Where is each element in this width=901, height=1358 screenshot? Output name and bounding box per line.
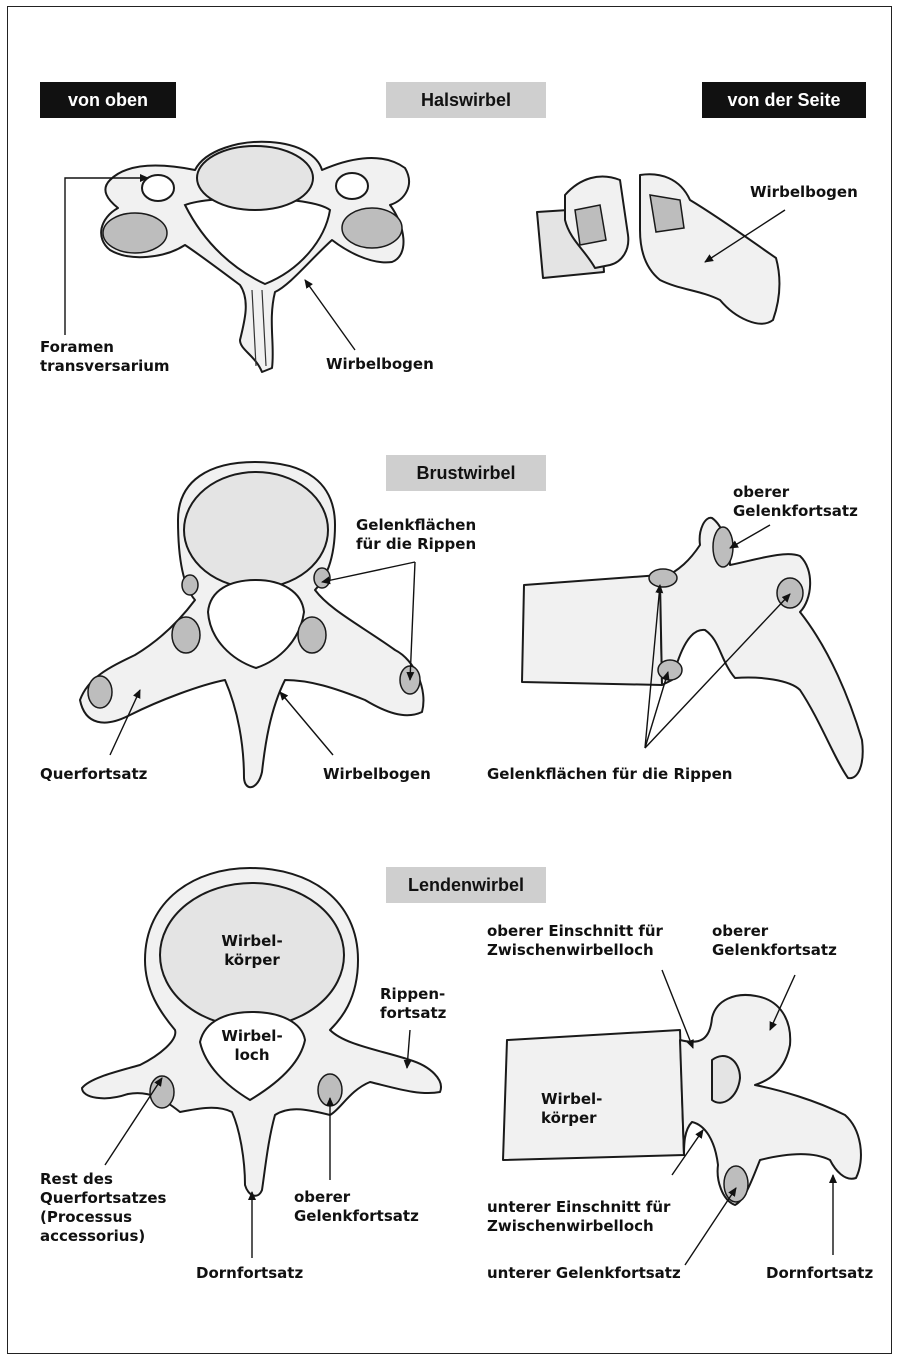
pointer-thoracic-facets-top-b (410, 562, 415, 680)
label-line: loch (212, 1046, 292, 1065)
label-line: Zwischenwirbelloch (487, 941, 663, 960)
thoracic-vertebra-side-view (522, 518, 863, 778)
thoracic-section-tag: Brustwirbel (386, 455, 546, 491)
label-line: unterer Einschnitt für (487, 1198, 670, 1217)
label-thoracic-rib-facets-top: Gelenkflächen für die Rippen (356, 516, 476, 554)
label-line: oberer (294, 1188, 419, 1207)
view-from-top-tag: von oben (40, 82, 176, 118)
label-transverse-process: Querfortsatz (40, 765, 147, 784)
label-line: oberer (733, 483, 858, 502)
cervical-vertebra-side-view (537, 174, 780, 323)
label-line: Zwischenwirbelloch (487, 1217, 670, 1236)
label-inferior-articular: unterer Gelenkfortsatz (487, 1264, 681, 1283)
label-line: Gelenkfortsatz (712, 941, 837, 960)
view-from-side-tag: von der Seite (702, 82, 866, 118)
label-cervical-arch-top: Wirbelbogen (326, 355, 434, 374)
label-line: körper (541, 1109, 602, 1128)
pointer-thoracic-sup-articular (730, 525, 770, 548)
label-line: Wirbel- (541, 1090, 602, 1109)
label-lumbar-spinous-side: Dornfortsatz (766, 1264, 873, 1283)
label-line: Rippen- (380, 985, 446, 1004)
label-line: Gelenkfortsatz (294, 1207, 419, 1226)
label-vertebral-foramen: Wirbel- loch (212, 1027, 292, 1065)
pointer-thoracic-facets-top-a (322, 562, 415, 582)
label-lumbar-spinous-top: Dornfortsatz (196, 1264, 303, 1283)
label-line: Gelenkflächen (356, 516, 476, 535)
label-inferior-notch: unterer Einschnitt für Zwischenwirbelloc… (487, 1198, 670, 1236)
label-line: fortsatz (380, 1004, 446, 1023)
lumbar-section-tag: Lendenwirbel (386, 867, 546, 903)
label-lumbar-sup-articular-side: oberer Gelenkfortsatz (712, 922, 837, 960)
label-lumbar-body-side: Wirbel- körper (541, 1090, 602, 1128)
label-line: Foramen (40, 338, 170, 357)
label-costal-process: Rippen- fortsatz (380, 985, 446, 1023)
label-line: Wirbel- (212, 932, 292, 951)
label-line: oberer (712, 922, 837, 941)
label-lumbar-sup-articular-top: oberer Gelenkfortsatz (294, 1188, 419, 1226)
label-line: Gelenkfortsatz (733, 502, 858, 521)
label-line: Wirbel- (212, 1027, 292, 1046)
label-superior-notch: oberer Einschnitt für Zwischenwirbelloch (487, 922, 663, 960)
label-line: (Processus (40, 1208, 166, 1227)
pointer-thoracic-arch (280, 692, 333, 755)
label-line: für die Rippen (356, 535, 476, 554)
label-line: transversarium (40, 357, 170, 376)
label-accessory-process: Rest des Querfortsatzes (Processus acces… (40, 1170, 166, 1246)
pointer-inf-articular (685, 1188, 736, 1265)
label-line: körper (212, 951, 292, 970)
label-line: Rest des (40, 1170, 166, 1189)
cervical-section-tag: Halswirbel (386, 82, 546, 118)
label-cervical-arch-side: Wirbelbogen (750, 183, 858, 202)
label-lumbar-body-top: Wirbel- körper (212, 932, 292, 970)
label-line: accessorius) (40, 1227, 166, 1246)
label-line: oberer Einschnitt für (487, 922, 663, 941)
label-thoracic-arch: Wirbelbogen (323, 765, 431, 784)
label-line: Querfortsatzes (40, 1189, 166, 1208)
label-thoracic-sup-articular: oberer Gelenkfortsatz (733, 483, 858, 521)
pointer-cervical-arch-top (305, 280, 355, 350)
label-foramen-transversarium: Foramen transversarium (40, 338, 170, 376)
thoracic-vertebra-top-view (80, 462, 423, 787)
label-thoracic-rib-facets-side: Gelenkflächen für die Rippen (487, 765, 732, 784)
